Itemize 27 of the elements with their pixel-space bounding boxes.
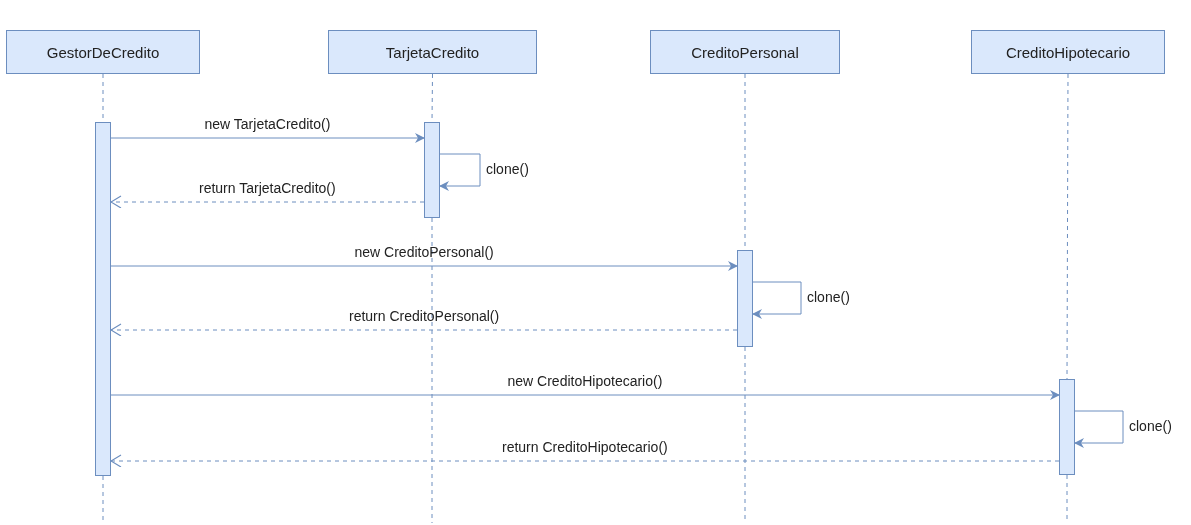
self-call-arrow xyxy=(439,153,481,191)
self-call-arrow xyxy=(1074,410,1124,448)
edge-label: new CreditoPersonal() xyxy=(354,244,494,260)
edge-label: new CreditoHipotecario() xyxy=(507,373,663,389)
activation-bar xyxy=(95,122,111,476)
lifeline-header: CreditoHipotecario xyxy=(971,30,1165,74)
activation-bar xyxy=(737,250,753,347)
lifeline-header: CreditoPersonal xyxy=(650,30,840,74)
return-arrow xyxy=(110,323,738,337)
edge-label: clone() xyxy=(807,289,850,305)
edge-label: clone() xyxy=(486,161,529,177)
message-arrow xyxy=(110,261,738,271)
activation-bar xyxy=(1059,379,1075,475)
edge-label: return CreditoHipotecario() xyxy=(502,439,668,455)
return-arrow xyxy=(110,454,1060,468)
edge-label: clone() xyxy=(1129,418,1172,434)
edge-label: new TarjetaCredito() xyxy=(204,116,331,132)
edge-label: return CreditoPersonal() xyxy=(349,308,500,324)
return-arrow xyxy=(110,195,425,209)
lifeline xyxy=(1066,73,1069,380)
edge-label: return TarjetaCredito() xyxy=(199,180,336,196)
lifeline-header: TarjetaCredito xyxy=(328,30,537,74)
activation-bar xyxy=(424,122,440,218)
lifeline-header: GestorDeCredito xyxy=(6,30,200,74)
message-arrow xyxy=(110,133,425,143)
self-call-arrow xyxy=(752,281,802,319)
message-arrow xyxy=(110,390,1060,400)
